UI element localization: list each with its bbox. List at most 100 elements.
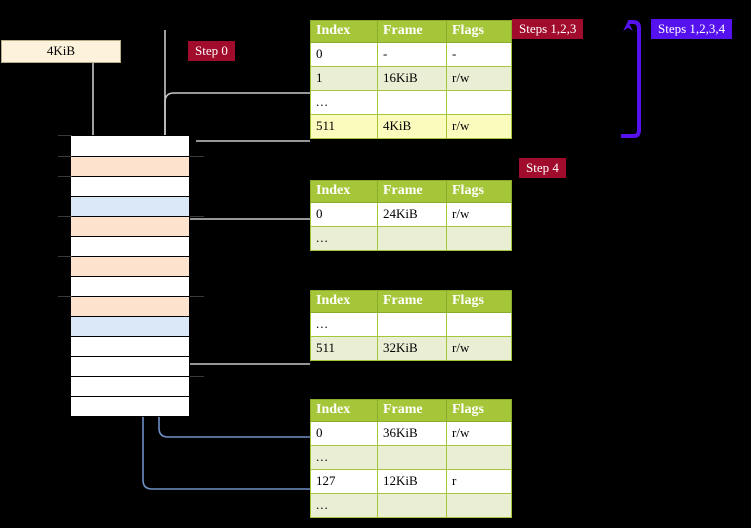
badge-step-4: Step 4 (519, 158, 566, 178)
table-row: 511 4KiB r/w (310, 114, 512, 139)
wire-l2-row511-to-memory (171, 312, 310, 365)
cell-index: 0 (310, 202, 378, 227)
memory-block (71, 197, 189, 217)
table-row: ... (310, 226, 512, 251)
level-3-table: Index Frame Flags 0 24KiB r/w ... (310, 180, 512, 251)
memory-tick (58, 176, 72, 177)
cell-flags: r/w (446, 66, 512, 91)
badge-step-0-label: Step 0 (195, 43, 228, 58)
table-row: ... (310, 445, 512, 470)
level-4-table: Index Frame Flags 0 - - 1 16KiB r/w ... (310, 20, 512, 139)
table-row: ... (310, 312, 512, 337)
table-header-row: Index Frame Flags (310, 399, 512, 422)
cell-frame (377, 493, 447, 518)
table-row: 511 32KiB r/w (310, 336, 512, 361)
badge-steps-123-label: Steps 1,2,3 (519, 21, 577, 36)
table-row: ... (310, 90, 512, 115)
badge-step-4-label: Step 4 (526, 160, 559, 175)
cell-index: ... (310, 493, 378, 518)
table-row: 0 24KiB r/w (310, 202, 512, 227)
cell-frame (377, 90, 447, 115)
size-box-4kib: 4KiB (1, 40, 121, 63)
level-1-table: Index Frame Flags 0 36KiB r/w ... 127 12… (310, 399, 512, 518)
memory-tick (58, 256, 72, 257)
column-header-frame: Frame (377, 399, 447, 422)
cell-frame: 32KiB (377, 336, 447, 361)
cell-frame: 24KiB (377, 202, 447, 227)
column-header-flags: Flags (446, 180, 512, 203)
table-header-row: Index Frame Flags (310, 180, 512, 203)
cell-frame (377, 312, 447, 337)
table-header-row: Index Frame Flags (310, 20, 512, 43)
cell-frame: - (377, 42, 447, 67)
table-row: ... (310, 493, 512, 518)
cell-flags (446, 312, 512, 337)
table-row: 1 16KiB r/w (310, 66, 512, 91)
cell-flags (446, 445, 512, 470)
column-header-index: Index (310, 290, 378, 313)
physical-memory-column (70, 135, 190, 417)
cell-index: ... (310, 226, 378, 251)
memory-block (71, 277, 189, 297)
cell-index: 511 (310, 336, 378, 361)
column-header-index: Index (310, 399, 378, 422)
table-header-row: Index Frame Flags (310, 290, 512, 313)
column-header-flags: Flags (446, 20, 512, 43)
cell-flags: r (446, 469, 512, 494)
badge-steps-1234: Steps 1,2,3,4 (651, 19, 733, 39)
memory-tick (190, 216, 204, 217)
badge-steps-123: Steps 1,2,3 (512, 19, 584, 39)
cell-frame: 12KiB (377, 469, 447, 494)
cell-flags: - (446, 42, 512, 67)
column-header-frame: Frame (377, 180, 447, 203)
cell-flags: r/w (446, 114, 512, 139)
table-row: 0 - - (310, 42, 512, 67)
memory-block (71, 177, 189, 197)
cell-flags (446, 226, 512, 251)
memory-block (71, 337, 189, 357)
memory-block (71, 357, 189, 377)
memory-tick (58, 296, 72, 297)
cell-flags: r/w (446, 336, 512, 361)
violet-bracket-arrow (621, 20, 641, 138)
cell-index: 0 (310, 421, 378, 446)
cell-index: ... (310, 312, 378, 337)
memory-block (71, 317, 189, 337)
column-header-index: Index (310, 20, 378, 43)
cell-frame (377, 226, 447, 251)
cell-index: ... (310, 445, 378, 470)
memory-block (71, 257, 189, 277)
table-row: 127 12KiB r (310, 469, 512, 494)
cell-index: 511 (310, 114, 378, 139)
memory-tick (58, 156, 72, 157)
cell-frame (377, 445, 447, 470)
cell-index: 0 (310, 42, 378, 67)
memory-tick (190, 296, 204, 297)
cell-index: 127 (310, 469, 378, 494)
column-header-index: Index (310, 180, 378, 203)
cell-index: ... (310, 90, 378, 115)
memory-tick (58, 216, 72, 217)
cell-flags: r/w (446, 421, 512, 446)
memory-block (71, 157, 189, 177)
cell-frame: 36KiB (377, 421, 447, 446)
memory-block (71, 297, 189, 317)
column-header-flags: Flags (446, 290, 512, 313)
memory-block (71, 217, 189, 237)
memory-block (71, 397, 189, 416)
cell-frame: 16KiB (377, 66, 447, 91)
cell-flags: r/w (446, 202, 512, 227)
column-header-frame: Frame (377, 290, 447, 313)
badge-steps-1234-label: Steps 1,2,3,4 (658, 21, 726, 36)
cell-frame: 4KiB (377, 114, 447, 139)
memory-block (71, 377, 189, 397)
cell-index: 1 (310, 66, 378, 91)
memory-block (71, 136, 189, 157)
level-2-table: Index Frame Flags ... 511 32KiB r/w (310, 290, 512, 361)
memory-tick (190, 376, 204, 377)
cell-flags (446, 90, 512, 115)
size-box-label: 4KiB (46, 43, 76, 58)
wire-l3-row0-to-memory (177, 218, 310, 266)
column-header-frame: Frame (377, 20, 447, 43)
